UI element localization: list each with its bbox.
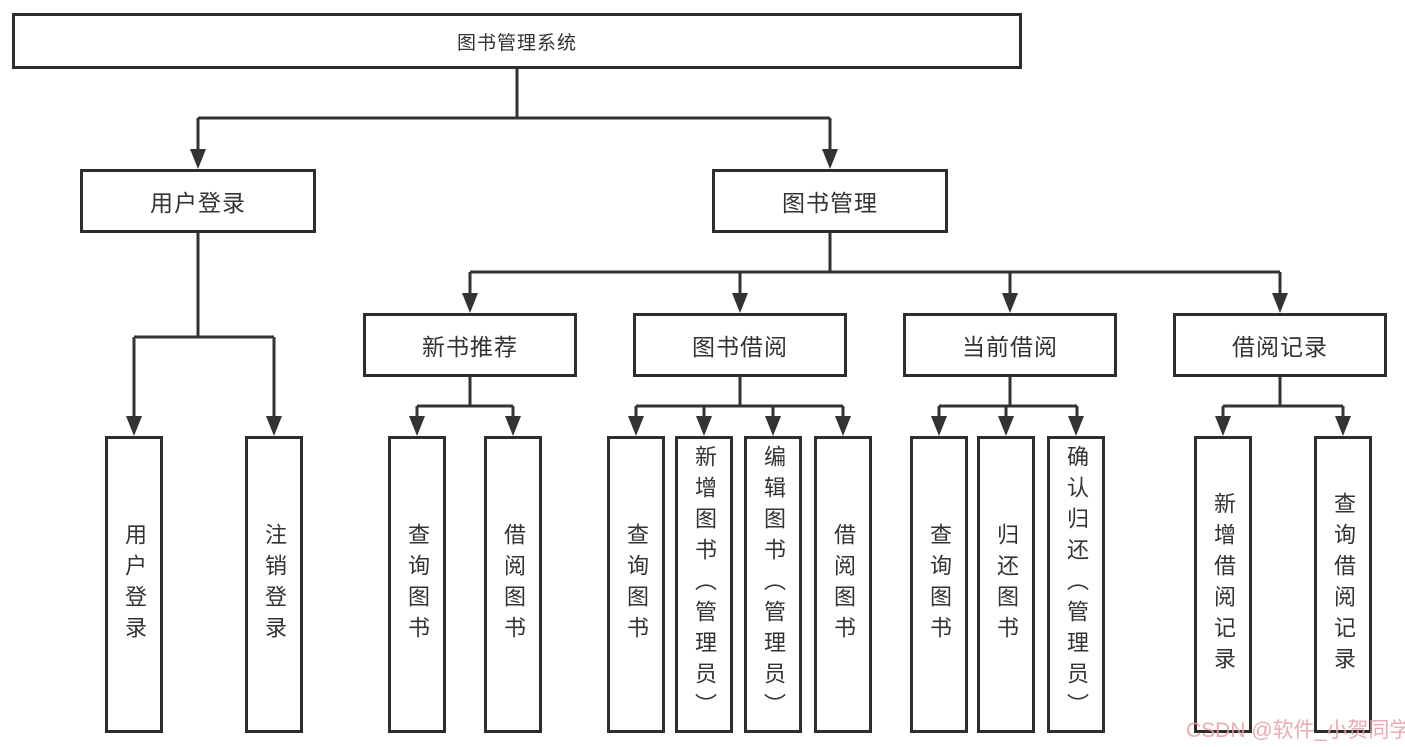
- node-leaf-query-books-current: 查询图书: [910, 436, 968, 733]
- node-label: 查询图书: [927, 522, 952, 647]
- node-leaf-borrow-books: 借阅图书: [814, 436, 872, 733]
- node-label: 编辑图书（管理员）: [761, 445, 786, 724]
- node-book-management-module: 图书管理: [712, 169, 948, 233]
- node-leaf-logout: 注销登录: [245, 436, 303, 733]
- node-leaf-query-books-borrow: 查询图书: [607, 436, 665, 733]
- node-label: 借阅图书: [501, 522, 526, 647]
- node-label: 注销登录: [262, 522, 287, 647]
- csdn-watermark: CSDN @软件_小贺同学: [1186, 719, 1405, 742]
- node-current-borrow: 当前借阅: [903, 313, 1117, 377]
- node-leaf-query-books-recommend: 查询图书: [388, 436, 446, 733]
- node-label: 借阅图书: [831, 522, 856, 647]
- node-leaf-add-books-admin: 新增图书（管理员）: [675, 436, 733, 733]
- connector-shafts: [132, 69, 1345, 421]
- node-label: 查询图书: [624, 522, 649, 647]
- node-label: 用户登录: [150, 190, 246, 216]
- node-leaf-user-login: 用户登录: [105, 436, 163, 733]
- node-label: 图书借阅: [692, 334, 788, 360]
- node-label: 新书推荐: [422, 334, 518, 360]
- node-label: 图书管理: [782, 190, 878, 216]
- node-borrow-record: 借阅记录: [1173, 313, 1387, 377]
- node-label: 当前借阅: [962, 334, 1058, 360]
- node-new-book-recommend: 新书推荐: [363, 313, 577, 377]
- node-label: 查询图书: [405, 522, 430, 647]
- node-system-root: 图书管理系统: [12, 13, 1022, 69]
- node-leaf-return-books: 归还图书: [977, 436, 1035, 733]
- node-leaf-borrow-books-recommend: 借阅图书: [484, 436, 542, 733]
- node-book-borrow: 图书借阅: [633, 313, 847, 377]
- node-label: 新增图书（管理员）: [692, 445, 717, 724]
- node-label: 确认归还（管理员）: [1064, 445, 1089, 724]
- node-leaf-edit-books-admin: 编辑图书（管理员）: [744, 436, 802, 733]
- node-label: 查询借阅记录: [1331, 491, 1356, 678]
- node-user-login-module: 用户登录: [80, 169, 316, 233]
- node-leaf-query-borrow-record: 查询借阅记录: [1314, 436, 1372, 733]
- node-leaf-add-borrow-record: 新增借阅记录: [1194, 436, 1252, 733]
- connector-arrowheads: [126, 149, 1351, 436]
- node-label: 用户登录: [122, 522, 147, 647]
- node-leaf-confirm-return-admin: 确认归还（管理员）: [1047, 436, 1105, 733]
- node-label: 归还图书: [994, 522, 1019, 647]
- node-label: 图书管理系统: [456, 32, 577, 54]
- node-label: 新增借阅记录: [1211, 491, 1236, 678]
- node-label: 借阅记录: [1232, 334, 1328, 360]
